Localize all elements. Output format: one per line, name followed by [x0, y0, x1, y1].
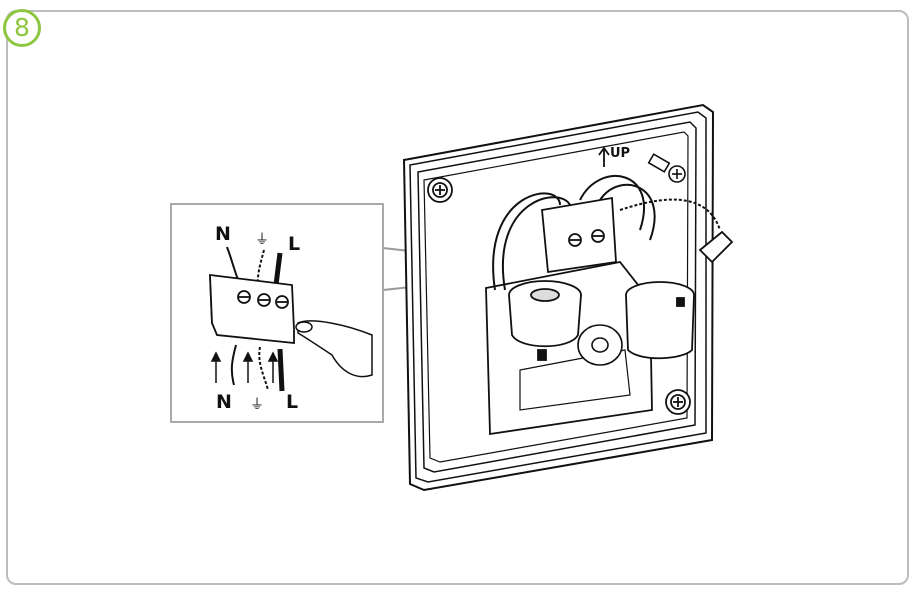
- inset-drawing: [209, 246, 373, 392]
- label-bottom-live: L: [286, 391, 299, 413]
- cable-port: [577, 324, 623, 366]
- up-arrow-icon: [598, 146, 610, 167]
- outgoing-wires: [230, 344, 285, 392]
- device-terminal-block: [541, 196, 617, 274]
- ground-symbol-icon: ⏚: [255, 232, 269, 248]
- screw-icon: [427, 177, 453, 203]
- label-bottom-neutral: N: [216, 391, 232, 413]
- screw-icon: [647, 153, 686, 183]
- right-cylinder: [625, 281, 695, 360]
- screw-icon: [665, 389, 691, 415]
- wiring-detail-inset: N ⏚ L N ⏚ L: [170, 203, 384, 423]
- wire-loops: [492, 175, 721, 291]
- sensor-cup: [508, 280, 582, 361]
- label-top-live: L: [288, 233, 301, 255]
- hand-icon: [295, 320, 373, 378]
- terminal-block: [209, 273, 295, 344]
- ground-symbol-icon: ⏚: [250, 397, 264, 413]
- step-number-badge: 8: [3, 9, 41, 47]
- insert-arrow-icon: [210, 351, 279, 383]
- cable-clip: [698, 230, 734, 264]
- label-top-neutral: N: [215, 223, 231, 245]
- up-label: UP: [610, 146, 631, 161]
